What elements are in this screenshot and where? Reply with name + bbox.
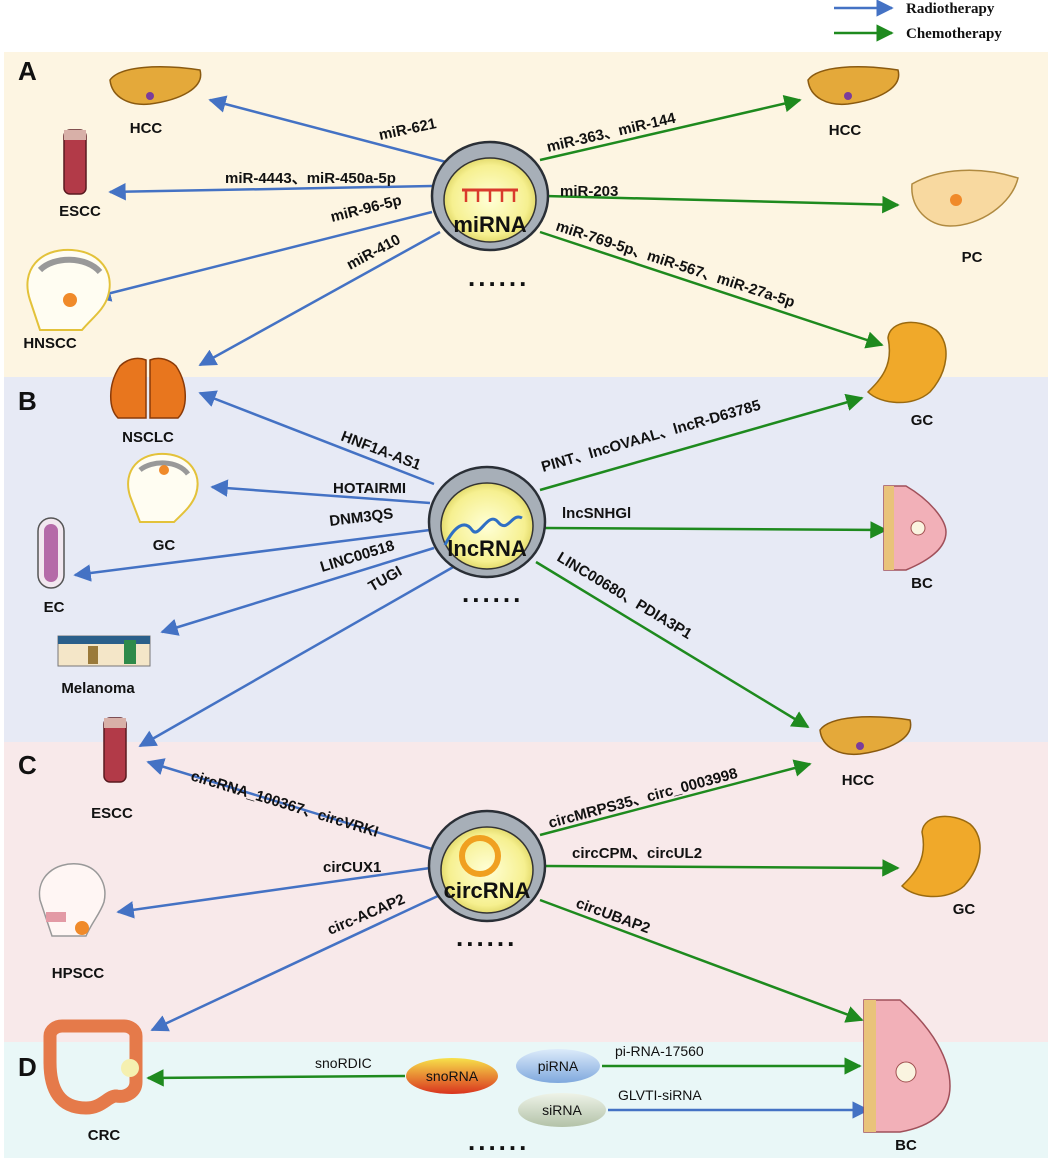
arrow-b-tugi [138,564,456,748]
edge-label-d2: pi-RNA-17560 [615,1043,704,1059]
arrow-a-mir4443 [108,182,433,201]
lncrna-label: lncRNA [447,536,527,561]
head-icon [127,452,199,523]
breast-icon [883,485,947,571]
organ-label-a-pc: PC [962,249,983,266]
arrow-a-mir96 [93,210,433,302]
edge-label-c2: cirCUX1 [323,859,381,876]
liver-icon [807,66,900,106]
arrow-c-circubap2 [539,898,864,1023]
mirna-cell: miRNA [430,140,550,252]
organ-label-b-melanoma: Melanoma [61,680,135,697]
edge-label-d1: snoRDIC [315,1055,372,1071]
edge-label-a2: miR-4443、miR-450a-5p [225,170,396,187]
head-profile-icon [38,863,106,937]
circrna-ring-icon [459,835,501,877]
arrow-b-hotairmi [210,479,431,505]
edge-label-b2: HOTAIRMI [333,480,406,497]
organ-label-d-bc: BC [895,1137,917,1154]
stomach-icon [866,321,947,404]
arrow-b-linc00680 [535,560,810,729]
arrow-d-snordic [146,1069,406,1087]
pancreas-icon [911,169,1019,227]
arrow-a-mir203 [544,194,900,214]
circrna-cell: circRNA [427,809,547,923]
pirna-pill: piRNA [516,1049,600,1083]
section-d-arrows [146,1057,870,1119]
organ-label-a-hcc-right: HCC [829,122,862,139]
esophagus-icon [63,129,87,195]
ellipsis-b: ...... [462,578,523,608]
lncrna-cell: lncRNA [427,465,547,579]
arrow-b-pint [539,393,864,492]
mirna-label: miRNA [453,212,526,237]
arrow-c-circ100367 [146,758,436,852]
organ-label-c-crc: CRC [88,1127,121,1144]
head-icon [26,248,111,331]
organ-label-b-ec: EC [44,599,65,616]
pirna-label: piRNA [538,1058,579,1074]
arrow-a-mir363 [539,95,802,162]
arrow-a-mir769 [539,230,884,349]
circrna-label: circRNA [444,878,531,903]
section-c-letter: C [18,750,37,780]
organ-label-a-escc: ESCC [59,203,101,220]
section-d-letter: D [18,1052,37,1082]
organ-label-c-escc: ESCC [91,805,133,822]
ellipsis-c: ...... [456,922,517,952]
arrow-c-circux1 [116,866,431,919]
organ-label-c-hcc: HCC [842,772,875,789]
organ-label-c-gc: GC [953,901,976,918]
sirna-label: siRNA [542,1102,582,1118]
stomach-icon [900,815,981,898]
arrow-a-mir410 [198,230,441,367]
section-a-arrows [93,95,900,367]
section-b-arrows [73,390,888,748]
arrow-a-mir621 [208,95,447,164]
sirna-pill: siRNA [518,1093,606,1127]
organ-label-b-bc: BC [911,575,933,592]
arrow-c-acap2 [150,893,441,1032]
liver-icon [109,66,202,106]
legend: Radiotherapy Chemotherapy [834,0,1002,42]
legend-radiotherapy-label: Radiotherapy [906,1,995,17]
arrow-c-circmrps35 [539,759,812,837]
liver-icon [819,716,912,756]
organ-label-c-hpscc: HPSCC [52,965,105,982]
esophagus-icon [37,517,65,589]
ellipsis-a: ...... [468,262,529,292]
section-a-letter: A [18,56,37,86]
organ-label-b-nsclc: NSCLC [122,429,174,446]
legend-chemotherapy-label: Chemotherapy [906,26,1002,42]
organ-label-b-gc-right: GC [911,412,934,429]
arrow-b-dnm3qs [73,528,431,582]
ellipsis-d: ...... [468,1126,529,1156]
arrow-c-circcpm [544,859,900,877]
edge-label-c5: circCPM、circUL2 [572,845,702,862]
section-b-letter: B [18,386,37,416]
edge-label-d3: GLVTI-siRNA [618,1087,702,1103]
arrow-b-hnf1a [198,390,435,486]
esophagus-icon [103,717,127,783]
arrow-b-lncsnhgl [544,521,888,539]
colon-icon [43,1019,143,1115]
edge-label-a6: miR-203 [560,183,618,200]
organ-label-a-hcc-left: HCC [130,120,163,137]
snorna-label: snoRNA [426,1068,479,1084]
lncrna-strand-icon [443,515,523,546]
section-c-arrows [116,758,900,1032]
edge-label-b7: lncSNHGl [562,505,631,522]
skin-section-icon [57,635,151,667]
breast-icon [863,999,951,1133]
snorna-pill: snoRNA [406,1058,498,1094]
organ-label-a-hnscc: HNSCC [23,335,77,352]
mirna-strand-icon [462,188,518,202]
lungs-icon [110,357,186,419]
arrow-b-linc00518 [160,546,435,636]
organ-label-b-gc-left: GC [153,537,176,554]
